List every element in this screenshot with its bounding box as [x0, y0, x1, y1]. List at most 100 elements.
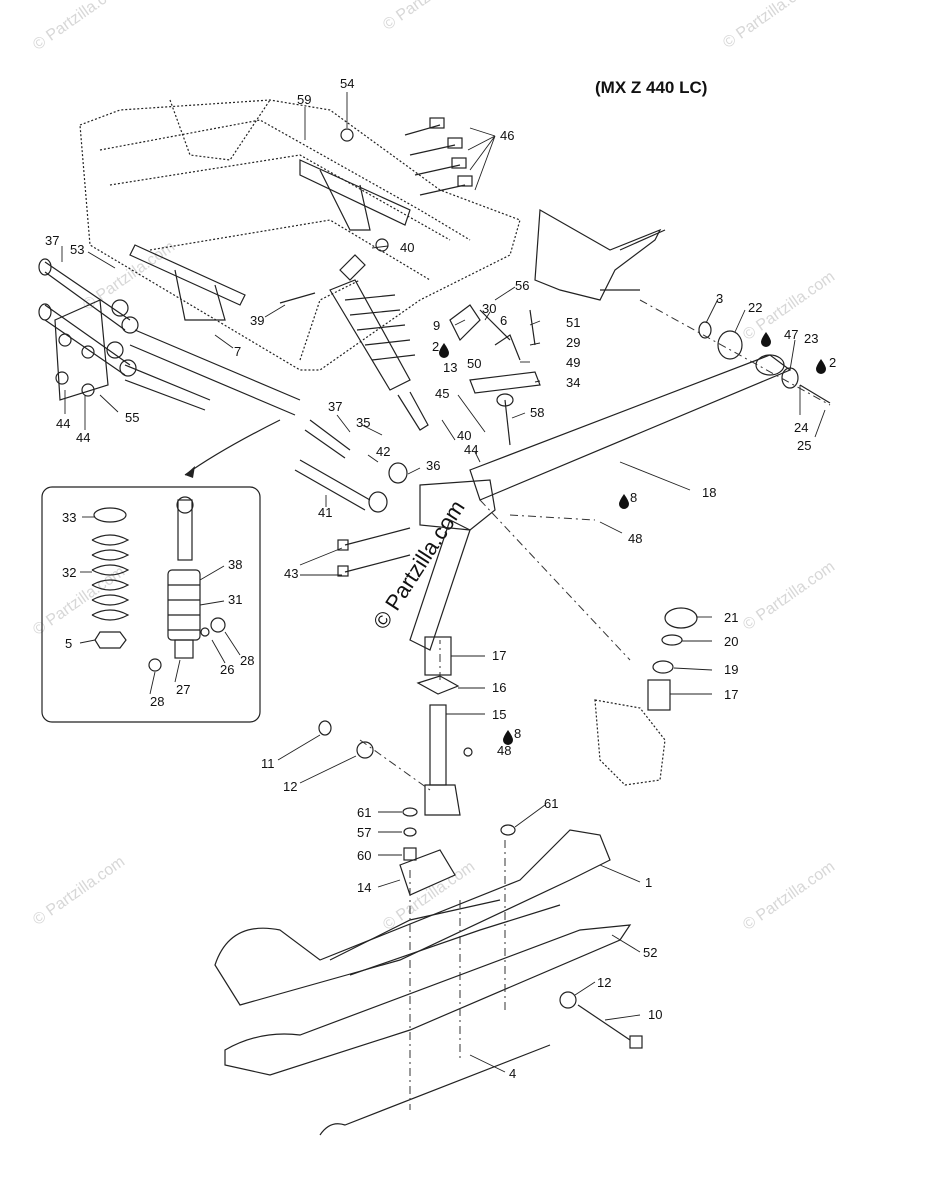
callout-20: 20 [724, 634, 738, 649]
callout-51: 51 [566, 315, 580, 330]
callout-29: 29 [566, 335, 580, 350]
callout-48: 48 [497, 743, 511, 758]
callout-15: 15 [492, 707, 506, 722]
nut-54 [340, 128, 354, 142]
callout-42: 42 [376, 444, 390, 459]
detail-arrow [184, 419, 281, 476]
callout-49: 49 [566, 355, 580, 370]
callout-37: 37 [328, 399, 342, 414]
callout-47: 47 [784, 327, 798, 342]
callout-44: 44 [56, 416, 70, 431]
callout-32: 32 [62, 565, 76, 580]
callout-36: 36 [426, 458, 440, 473]
callout-25: 25 [797, 438, 811, 453]
trailing-arm-18 [409, 354, 792, 651]
nut-40 [375, 238, 389, 252]
callout-2: 2 [829, 355, 836, 370]
callout-33: 33 [62, 510, 76, 525]
callout-34: 34 [566, 375, 580, 390]
upper-right-bracket [534, 209, 666, 301]
bolt-43 [337, 527, 411, 577]
callout-58: 58 [530, 405, 544, 420]
callout-4: 4 [509, 1066, 516, 1081]
callout-3: 3 [716, 291, 723, 306]
callout-11: 11 [261, 756, 275, 771]
callout-55: 55 [125, 410, 139, 425]
shock-detail-box [41, 486, 261, 723]
callout-17: 17 [724, 687, 738, 702]
callout-19: 19 [724, 662, 738, 677]
callout-50: 50 [467, 356, 481, 371]
crossbars [38, 258, 301, 416]
callout-18: 18 [702, 485, 716, 500]
callout-8: 8 [514, 726, 521, 741]
callout-52: 52 [643, 945, 657, 960]
callout-2: 2 [432, 339, 439, 354]
callout-41: 41 [318, 505, 332, 520]
drop-icon [439, 332, 826, 745]
leader-lines [61, 92, 826, 1073]
callout-17: 17 [492, 648, 506, 663]
callout-44: 44 [76, 430, 90, 445]
callout-24: 24 [794, 420, 808, 435]
right-bushings [698, 321, 831, 404]
callout-59: 59 [297, 92, 311, 107]
callout-5: 5 [65, 636, 72, 651]
callout-14: 14 [357, 880, 371, 895]
spindle-detail-right [594, 607, 698, 786]
detail-arrowhead [185, 466, 195, 478]
callout-44: 44 [464, 442, 478, 457]
callout-61: 61 [544, 796, 558, 811]
callout-56: 56 [515, 278, 529, 293]
shock-detail [91, 496, 226, 672]
callout-45: 45 [435, 386, 449, 401]
bolt-39 [279, 292, 316, 304]
callout-37: 37 [45, 233, 59, 248]
callout-labels: 54 59 46 37 53 40 39 7 56 30 9 6 51 2 29… [45, 76, 836, 1081]
callout-9: 9 [433, 318, 440, 333]
callout-12: 12 [283, 779, 297, 794]
callout-10: 10 [648, 1007, 662, 1022]
diagram-title: (MX Z 440 LC) [595, 78, 708, 97]
side-plate-55 [54, 299, 109, 401]
callout-6: 6 [500, 313, 507, 328]
callout-48: 48 [628, 531, 642, 546]
ski [214, 829, 632, 1136]
callout-57: 57 [357, 825, 371, 840]
callout-38: 38 [228, 557, 242, 572]
steering-column-upper [449, 304, 541, 446]
callout-61: 61 [357, 805, 371, 820]
nut-11 [318, 720, 332, 736]
callout-12: 12 [597, 975, 611, 990]
callout-31: 31 [228, 592, 242, 607]
callout-35: 35 [356, 415, 370, 430]
callout-22: 22 [748, 300, 762, 315]
callout-13: 13 [443, 360, 457, 375]
ski-bolts [402, 807, 643, 1049]
callout-16: 16 [492, 680, 506, 695]
callout-40: 40 [457, 428, 471, 443]
callout-1: 1 [645, 875, 652, 890]
lower-links [294, 419, 408, 513]
callout-40: 40 [400, 240, 414, 255]
bolt-46 [404, 117, 473, 196]
callout-7: 7 [234, 344, 241, 359]
callout-54: 54 [340, 76, 354, 91]
callout-53: 53 [70, 242, 84, 257]
callout-30: 30 [482, 301, 496, 316]
spindle-assembly [416, 636, 473, 816]
callout-60: 60 [357, 848, 371, 863]
callout-39: 39 [250, 313, 264, 328]
bushing-12 [356, 741, 374, 759]
shock-absorber [329, 254, 429, 431]
callout-43: 43 [284, 566, 298, 581]
callout-46: 46 [500, 128, 514, 143]
callout-27: 27 [176, 682, 190, 697]
frame-bracket [129, 159, 411, 321]
chassis-frame [79, 99, 521, 371]
callout-26: 26 [220, 662, 234, 677]
callout-28: 28 [150, 694, 164, 709]
callout-21: 21 [724, 610, 738, 625]
callout-28: 28 [240, 653, 254, 668]
